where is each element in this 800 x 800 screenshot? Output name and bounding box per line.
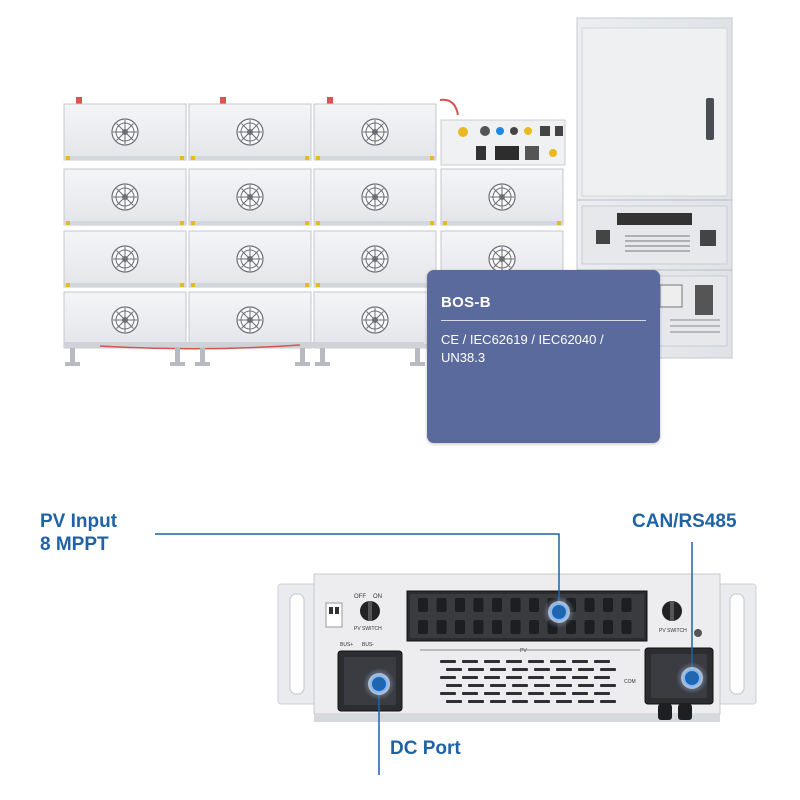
can-rs485-marker xyxy=(676,662,708,694)
off-label: OFF xyxy=(354,594,366,600)
battery-module xyxy=(188,230,312,288)
bms-connector-panel xyxy=(440,119,566,166)
bus-minus-label: BUS- xyxy=(362,642,374,648)
inverter-front-panel: OFF ON PV SWITCH BUS+ BUS- PV PV SWITCH … xyxy=(277,573,757,722)
battery-module xyxy=(63,291,187,349)
dc-port-label: DC Port xyxy=(390,738,461,759)
battery-module xyxy=(63,168,187,226)
pv-input-callout: PV Input 8 MPPT xyxy=(40,510,117,556)
spec-card: BOS-B CE / IEC62619 / IEC62040 / UN38.3 xyxy=(427,270,660,443)
pv-input-label: PV Input xyxy=(40,511,118,532)
battery-module xyxy=(313,230,437,288)
battery-module xyxy=(188,291,312,349)
on-label: ON xyxy=(373,594,382,600)
pv-switch-label-left: PV SWITCH xyxy=(354,626,382,632)
mppt-label: 8 MPPT xyxy=(40,534,109,555)
dc-port-marker xyxy=(363,668,395,700)
pv-label: PV xyxy=(520,648,527,654)
can-rs485-label: CAN/RS485 xyxy=(632,511,737,532)
battery-module xyxy=(188,168,312,226)
battery-module xyxy=(313,291,437,349)
com-label: COM xyxy=(624,679,636,685)
spec-card-title: BOS-B xyxy=(441,294,491,311)
battery-module xyxy=(188,103,312,161)
battery-module xyxy=(313,168,437,226)
pv-input-leader xyxy=(155,533,560,612)
battery-modules xyxy=(63,103,564,349)
spec-card-certifications: CE / IEC62619 / IEC62040 / UN38.3 xyxy=(441,332,604,365)
pv-input-marker xyxy=(543,596,575,628)
bus-plus-label: BUS+ xyxy=(340,642,353,648)
spec-card-divider xyxy=(441,320,646,321)
pv-switch-label-right: PV SWITCH xyxy=(659,628,687,634)
battery-module xyxy=(63,230,187,288)
cabinet xyxy=(576,17,733,359)
battery-module xyxy=(63,103,187,161)
battery-module xyxy=(313,103,437,161)
battery-module xyxy=(440,168,564,226)
battery-rack xyxy=(63,97,566,366)
